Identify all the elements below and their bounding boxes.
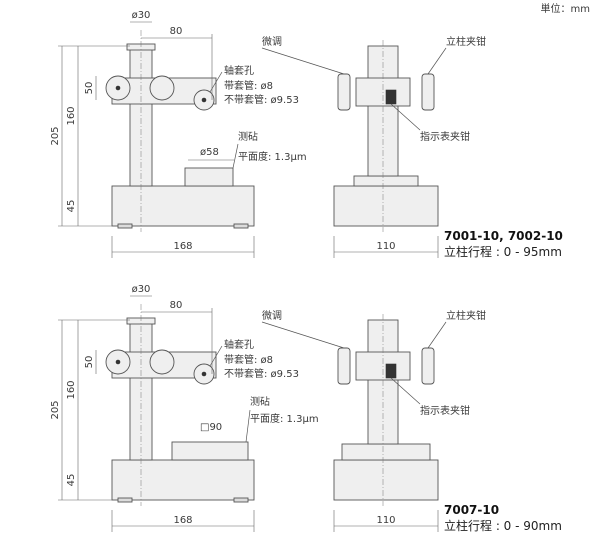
base-foot-left	[117, 497, 133, 503]
label-flatness: 平面度: 1.3μm	[238, 150, 307, 163]
model-label: 7001-10, 7002-10	[444, 229, 563, 243]
dim-45: 45	[66, 474, 77, 487]
dim-168: 168	[173, 241, 192, 252]
view-1-front-stand	[105, 30, 255, 232]
side-base	[333, 185, 439, 227]
stroke-label: 立柱行程 : 0 - 90mm	[444, 518, 562, 533]
knob-center-left	[115, 85, 121, 91]
view-1-callouts: 轴套孔 带套管: ø8 不带套管: ø9.53 测砧 ø58 平面度: 1.3μ…	[188, 64, 307, 169]
base-foot-left	[117, 223, 133, 229]
label-with-sleeve: 带套管: ø8	[224, 353, 273, 366]
dim-205: 205	[50, 400, 61, 419]
anvil	[184, 167, 234, 187]
spindle-hole	[201, 97, 207, 103]
label-fine: 微调	[262, 309, 282, 322]
unit-label: 単位：mm	[541, 2, 590, 15]
knob-center-left	[115, 359, 121, 365]
view-1: ø30 80 205 160 50 45 168 轴套孔 带套管: ø8 不带套…	[50, 10, 563, 259]
dim-110: 110	[376, 515, 395, 526]
label-without-sleeve: 不带套管: ø9.53	[224, 93, 299, 106]
view-2: ø30 80 205 160 50 45 168 轴套孔 带套管: ø8 不带套…	[50, 284, 562, 533]
dim-160: 160	[66, 106, 77, 125]
view-2-front-stand	[105, 304, 255, 506]
dim-rod-dia: ø30	[132, 10, 151, 21]
base	[111, 459, 255, 501]
view-1-dimensions: ø30 80 205 160 50 45 168	[50, 10, 255, 258]
dim-50: 50	[84, 356, 95, 369]
label-anvil: 测砧	[250, 395, 270, 408]
clamp-knob-right	[149, 349, 175, 375]
side-fine-knob	[337, 347, 351, 385]
anvil	[171, 441, 249, 461]
side-fine-knob	[337, 73, 351, 111]
spindle-hole	[201, 371, 207, 377]
dim-160: 160	[66, 380, 77, 399]
side-base	[333, 459, 439, 501]
dim-arm: 80	[170, 300, 183, 311]
label-clamp-column: 立柱夹钳	[446, 309, 486, 322]
base-foot-right	[233, 223, 249, 229]
label-anvil-size: ø58	[200, 147, 219, 158]
label-anvil-size: □90	[200, 422, 222, 433]
label-clamp-column: 立柱夹钳	[446, 35, 486, 48]
dim-50: 50	[84, 82, 95, 95]
label-spindle-hole: 轴套孔	[224, 338, 254, 351]
dim-110: 110	[376, 241, 395, 252]
label-anvil: 测砧	[238, 130, 258, 143]
label-without-sleeve: 不带套管: ø9.53	[224, 367, 299, 380]
view-2-callouts: 轴套孔 带套管: ø8 不带套管: ø9.53 测砧 □90 平面度: 1.3μ…	[200, 338, 319, 443]
side-anvil	[353, 175, 419, 187]
label-with-sleeve: 带套管: ø8	[224, 79, 273, 92]
view-2-side-stand: 110 微调 立柱夹钳 指示表夹钳	[261, 309, 486, 532]
label-spindle-hole: 轴套孔	[224, 64, 254, 77]
view-1-side-stand: 110 微调 立柱夹钳 指示表夹钳	[261, 35, 486, 258]
label-indicator-clamp: 指示表夹钳	[420, 404, 470, 417]
label-indicator-clamp: 指示表夹钳	[420, 130, 470, 143]
dim-45: 45	[66, 200, 77, 213]
indicator-clamp	[385, 89, 397, 105]
base	[111, 185, 255, 227]
dim-205: 205	[50, 126, 61, 145]
side-clamp-knob	[421, 73, 435, 111]
side-clamp-knob	[421, 347, 435, 385]
label-fine: 微调	[262, 35, 282, 48]
model-label: 7007-10	[444, 503, 499, 517]
side-anvil	[341, 443, 431, 461]
clamp-knob-right	[149, 75, 175, 101]
dim-rod-dia: ø30	[132, 284, 151, 295]
stroke-label: 立柱行程 : 0 - 95mm	[444, 244, 562, 259]
dim-168: 168	[173, 515, 192, 526]
indicator-clamp	[385, 363, 397, 379]
base-foot-right	[233, 497, 249, 503]
label-flatness: 平面度: 1.3μm	[250, 412, 319, 425]
dim-arm: 80	[170, 26, 183, 37]
